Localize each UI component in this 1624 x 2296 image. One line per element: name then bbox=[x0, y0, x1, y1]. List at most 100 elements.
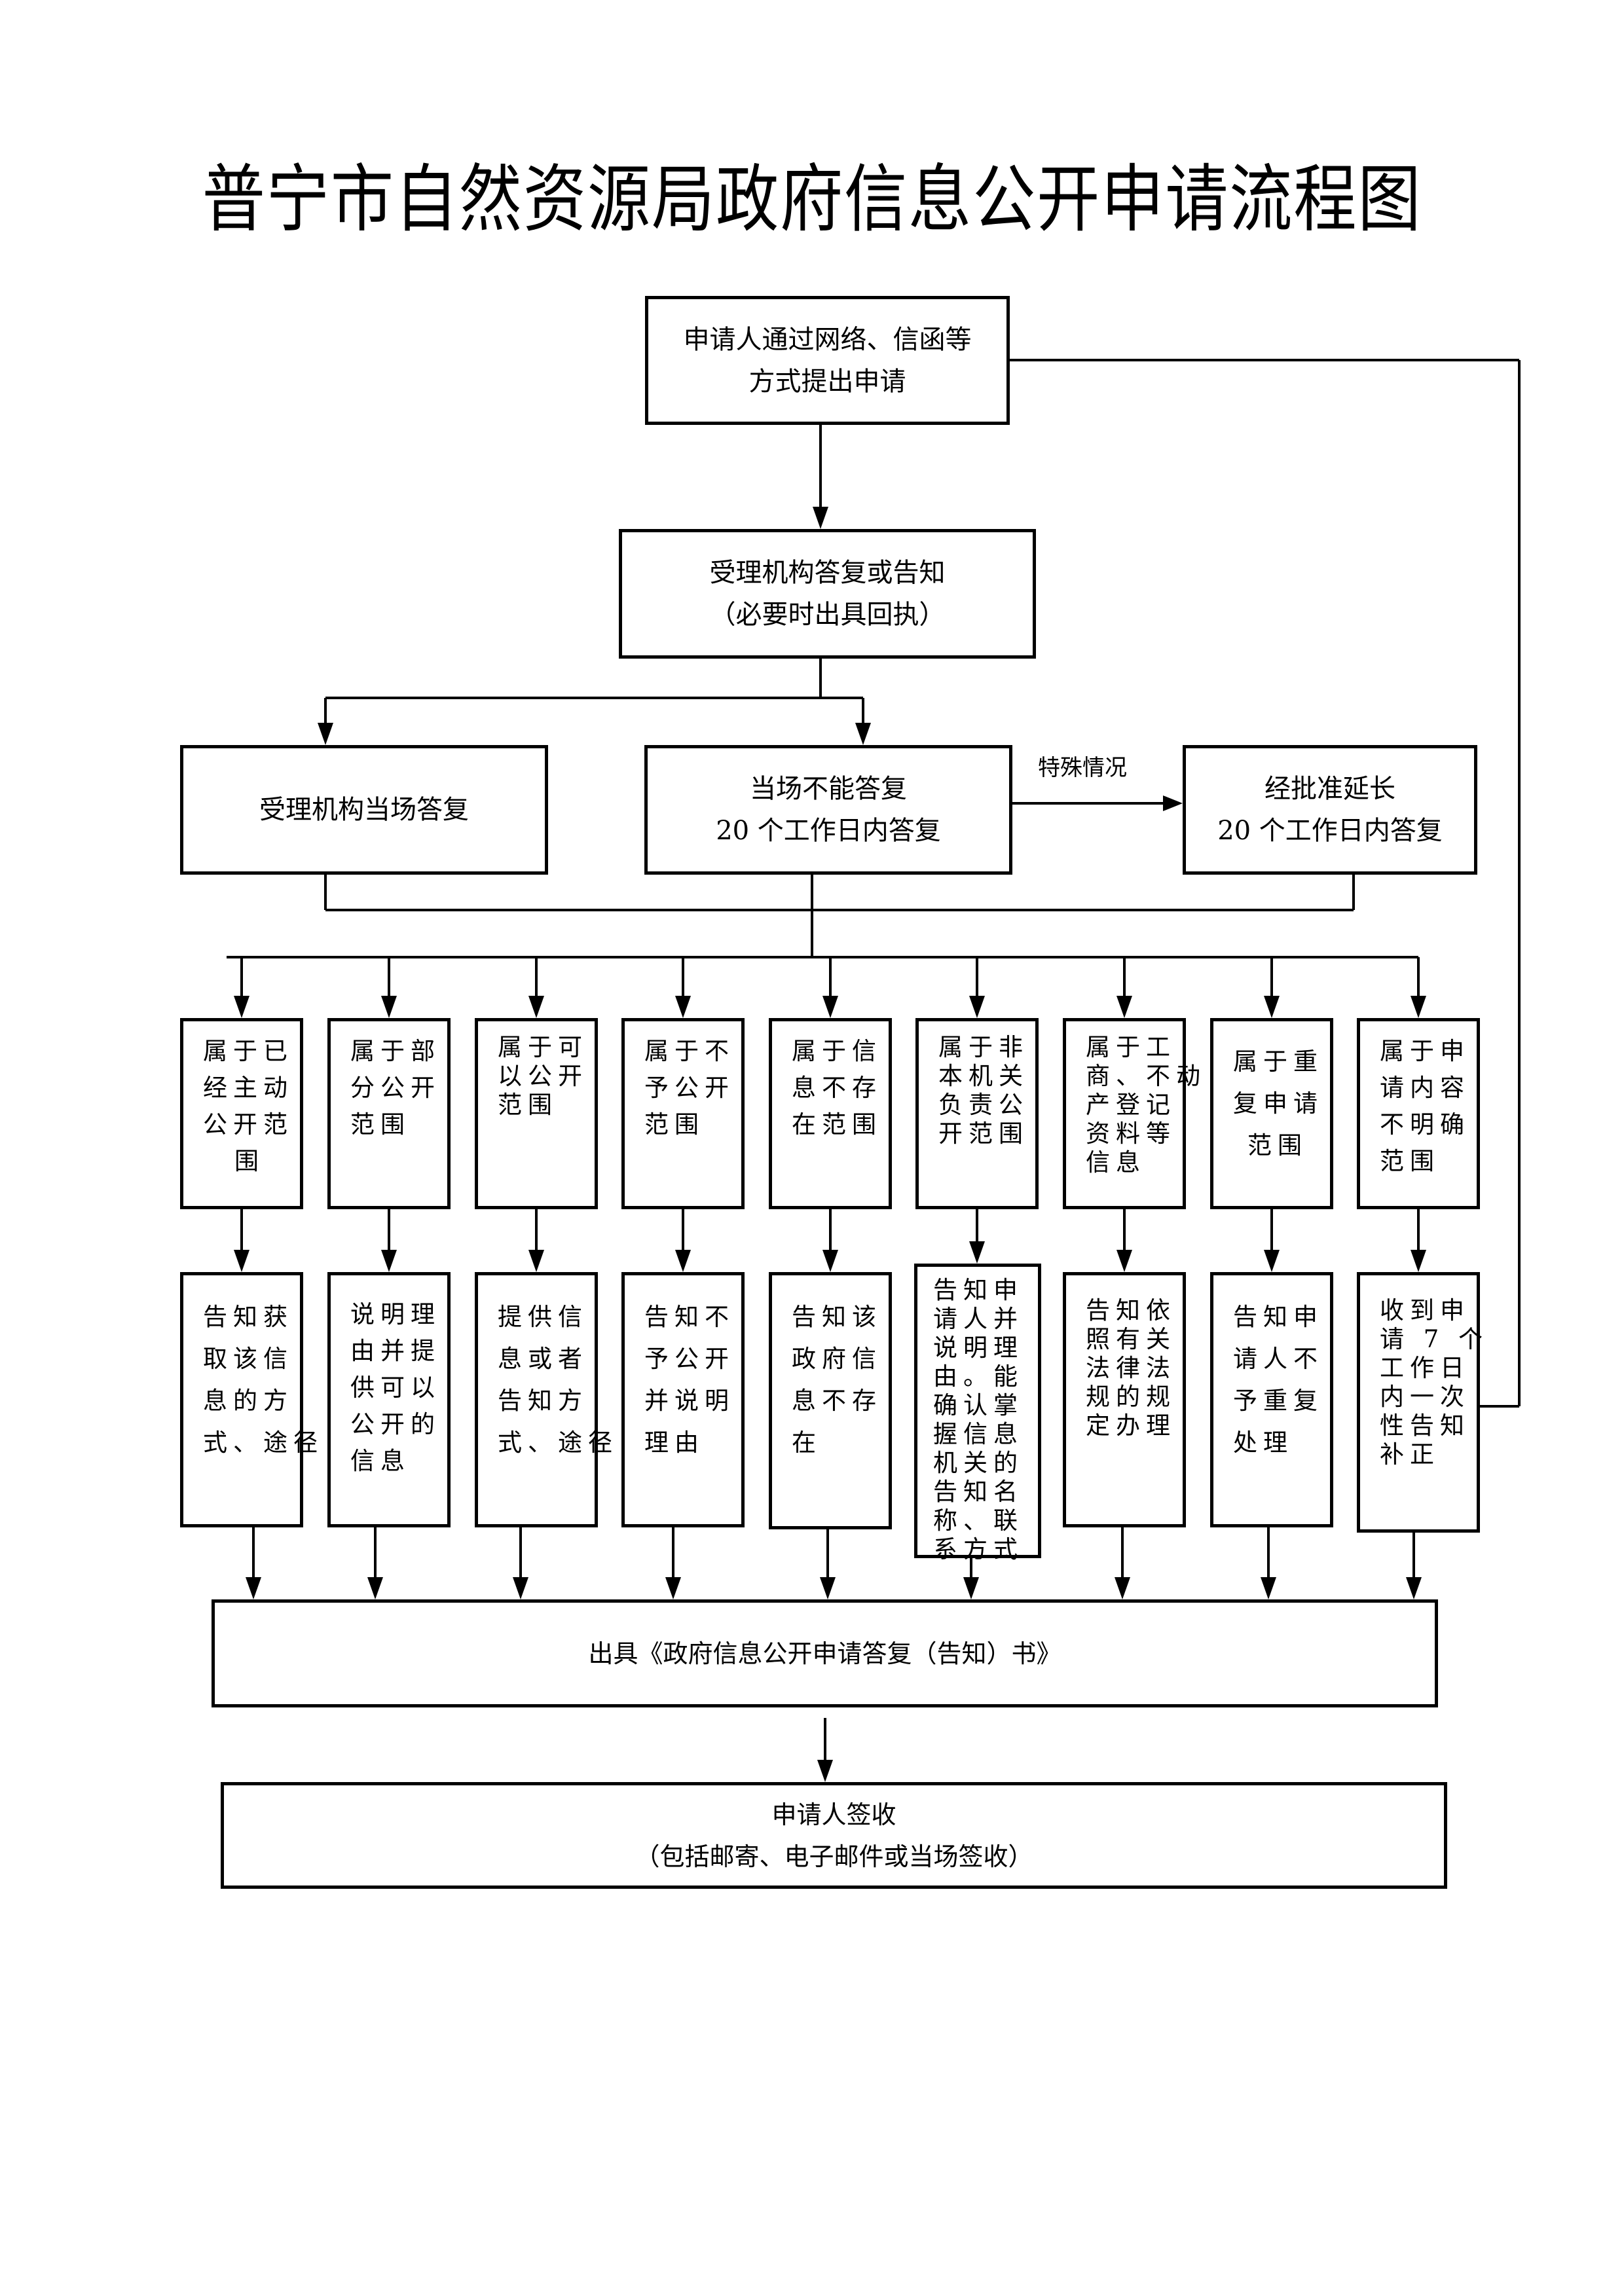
accept-node: 受理机构答复或告知 （必要时出具回执） bbox=[619, 529, 1036, 659]
category-node: 属于重复申请范围 bbox=[1210, 1018, 1333, 1209]
category-line: 公开范 bbox=[203, 1110, 293, 1139]
arrow-head-icon bbox=[234, 1250, 249, 1272]
category-node: 属于已经主动公开范围 bbox=[180, 1018, 303, 1209]
apply-line-2: 方式提出申请 bbox=[748, 366, 906, 397]
action-line: 由。能 bbox=[933, 1362, 1024, 1391]
action-line: 内一次 bbox=[1380, 1383, 1470, 1411]
category-line: 属于工 bbox=[1086, 1033, 1176, 1061]
category-line: 复申请 bbox=[1233, 1089, 1323, 1118]
action-line: 在 bbox=[792, 1429, 822, 1457]
category-line: 范围 bbox=[350, 1110, 411, 1139]
action-node: 告知申请人并说明理由。能确认掌握信息机关的告知名称、联系方式 bbox=[914, 1264, 1041, 1563]
action-line: 告知不 bbox=[644, 1303, 735, 1331]
arrow-head-icon bbox=[1411, 996, 1426, 1018]
category-node: 属于信息不存在范围 bbox=[769, 1018, 892, 1209]
arrow-head-icon bbox=[969, 1241, 985, 1264]
category-line: 商、不动 bbox=[1086, 1062, 1206, 1090]
apply-line-1: 申请人通过网络、信函等 bbox=[683, 324, 972, 355]
arrow-head-icon bbox=[367, 1577, 383, 1599]
issue-reply-document-node: 出具《政府信息公开申请答复（告知）书》 bbox=[212, 1599, 1438, 1707]
on-site-reply-node: 受理机构当场答复 bbox=[180, 745, 548, 875]
action-line: 说明理 bbox=[350, 1300, 441, 1328]
action-line: 并说明 bbox=[644, 1387, 735, 1415]
action-line: 政府信 bbox=[792, 1345, 882, 1373]
arrow-head-icon bbox=[665, 1577, 681, 1599]
action-node: 告知依照有关法律法规的规定办理 bbox=[1063, 1272, 1186, 1527]
arrow-head-icon bbox=[822, 996, 838, 1018]
arrow-head-icon bbox=[820, 1577, 836, 1599]
arrow-head-icon bbox=[246, 1577, 261, 1599]
category-node: 属于申请内容不明确范围 bbox=[1357, 1018, 1480, 1209]
action-line: 握信息 bbox=[933, 1420, 1024, 1448]
arrow-head-icon bbox=[381, 996, 397, 1018]
arrow-head-icon bbox=[528, 1250, 544, 1272]
category-line: 以公开 bbox=[498, 1062, 588, 1090]
category-line: 在范围 bbox=[792, 1110, 882, 1139]
arrow-head-icon bbox=[1411, 1250, 1426, 1272]
action-line: 告知名 bbox=[933, 1478, 1024, 1506]
category-line: 属于部 bbox=[350, 1037, 441, 1065]
arrow-head-icon bbox=[675, 996, 691, 1018]
category-line: 资料等 bbox=[1086, 1120, 1176, 1148]
cannot-reply-line-1: 当场不能答复 bbox=[750, 774, 907, 804]
action-node: 说明理由并提供可以公开的信息 bbox=[327, 1272, 451, 1527]
action-line: 式、途径 bbox=[203, 1429, 323, 1457]
sign-line-2: （包括邮寄、电子邮件或当场签收） bbox=[635, 1842, 1033, 1871]
action-line: 确认掌 bbox=[933, 1391, 1024, 1419]
action-line: 信息 bbox=[350, 1447, 411, 1475]
arrow-head-icon bbox=[675, 1250, 691, 1272]
category-line: 属于信 bbox=[792, 1037, 882, 1065]
action-line: 告知该 bbox=[792, 1303, 882, 1331]
arrow-head-icon bbox=[1261, 1577, 1276, 1599]
arrow-head-icon bbox=[234, 996, 249, 1018]
action-node: 收到申请 7 个工作日内一次性告知补正 bbox=[1357, 1272, 1483, 1533]
arrow-head-icon bbox=[855, 723, 871, 745]
action-node: 告知不予公开并说明理由 bbox=[621, 1272, 745, 1527]
action-line: 性告知 bbox=[1380, 1412, 1470, 1440]
arrow-head-icon bbox=[1116, 1250, 1132, 1272]
category-node: 属于不予公开范围 bbox=[621, 1018, 745, 1209]
extended-line-1: 经批准延长 bbox=[1264, 774, 1395, 804]
cannot-reply-on-site-node: 当场不能答复 20 个工作日内答复 bbox=[644, 745, 1012, 875]
action-line: 处理 bbox=[1233, 1429, 1293, 1457]
arrow-head-icon bbox=[822, 1250, 838, 1272]
action-line: 告知依 bbox=[1086, 1296, 1176, 1324]
action-line: 予公开 bbox=[644, 1345, 735, 1373]
arrow-head-icon bbox=[1406, 1577, 1422, 1599]
on-site-reply-line: 受理机构当场答复 bbox=[259, 795, 469, 825]
issue-line: 出具《政府信息公开申请答复（告知）书》 bbox=[588, 1639, 1061, 1668]
category-line: 属于非 bbox=[938, 1033, 1029, 1061]
action-line: 系方式 bbox=[933, 1535, 1024, 1563]
arrow-head-icon bbox=[969, 996, 985, 1018]
action-line: 法律法 bbox=[1086, 1354, 1176, 1382]
extended-line-2: 20 个工作日内答复 bbox=[1217, 816, 1443, 846]
cannot-reply-line-2: 20 个工作日内答复 bbox=[716, 816, 941, 846]
special-case-label: 特殊情况 bbox=[1038, 755, 1127, 781]
category-line: 分公开 bbox=[350, 1074, 441, 1102]
arrow-head-icon bbox=[1264, 1250, 1280, 1272]
arrow-head-icon bbox=[1163, 795, 1183, 811]
category-line: 本机关 bbox=[938, 1062, 1029, 1090]
extended-reply-node: 经批准延长 20 个工作日内答复 bbox=[1183, 745, 1477, 875]
arrow-head-icon bbox=[1264, 996, 1280, 1018]
category-line: 经主动 bbox=[203, 1074, 293, 1102]
category-line: 围 bbox=[234, 1147, 265, 1175]
category-line: 信息 bbox=[1086, 1148, 1146, 1176]
arrow-head-icon bbox=[528, 996, 544, 1018]
action-node: 告知申请人不予重复处理 bbox=[1210, 1272, 1333, 1527]
action-line: 工作日 bbox=[1380, 1354, 1470, 1382]
action-line: 照有关 bbox=[1086, 1325, 1176, 1353]
category-line: 属于不 bbox=[644, 1037, 735, 1065]
action-line: 息不存 bbox=[792, 1387, 882, 1415]
action-line: 说明理 bbox=[933, 1334, 1024, 1362]
action-line: 予重复 bbox=[1233, 1387, 1323, 1415]
arrow-head-icon bbox=[381, 1250, 397, 1272]
page-title: 普宁市自然资源局政府信息公开申请流程图 bbox=[202, 157, 1422, 242]
action-line: 告知申 bbox=[933, 1276, 1024, 1304]
category-line: 范围 bbox=[498, 1091, 558, 1119]
action-line: 式、途径 bbox=[498, 1429, 618, 1457]
category-node: 属于部分公开范围 bbox=[327, 1018, 451, 1209]
action-line: 公开的 bbox=[350, 1410, 441, 1438]
category-line: 属于申 bbox=[1380, 1037, 1470, 1065]
